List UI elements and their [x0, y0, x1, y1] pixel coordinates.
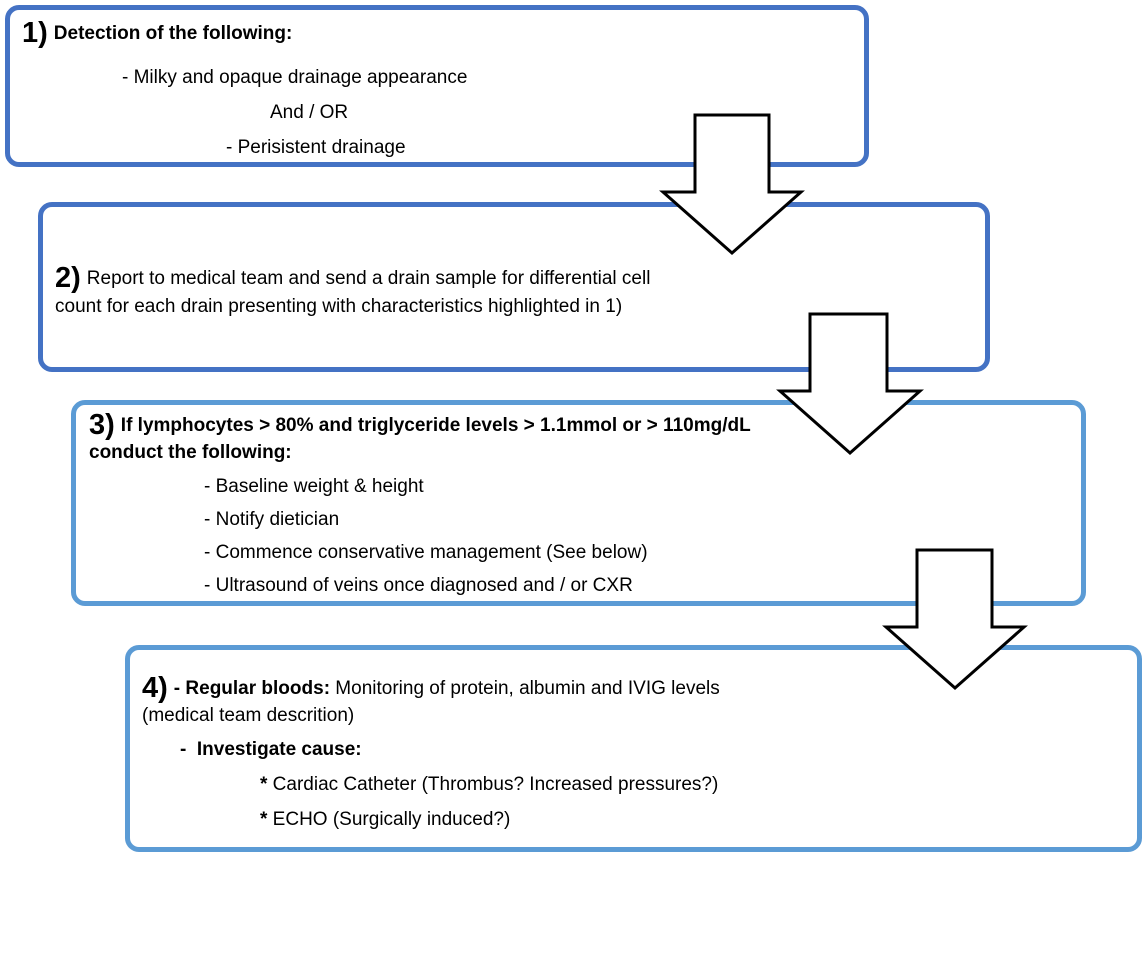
- down-arrow-1: [659, 113, 805, 256]
- down-arrow-3: [882, 548, 1028, 691]
- step1-heading-line: 1)Detection of the following:: [22, 18, 292, 48]
- step1-heading: Detection of the following:: [53, 23, 293, 44]
- step1-item-milky: - Milky and opaque drainage appearance: [122, 67, 468, 88]
- step4-investigate-dash: -: [180, 739, 197, 760]
- step3-number: 3): [89, 409, 115, 441]
- step2-text-line1: Report to medical team and send a drain …: [86, 268, 651, 289]
- step4-investigate-line: - Investigate cause:: [180, 738, 362, 762]
- step3-item-ultrasound: - Ultrasound of veins once diagnosed and…: [204, 575, 633, 596]
- step3-item-conservative: - Commence conservative management (See …: [204, 542, 648, 563]
- step4-lead-dash: -: [173, 678, 186, 699]
- step1-box: [5, 5, 869, 167]
- step3-heading-line2: conduct the following:: [89, 442, 292, 463]
- step3-item-dietician: - Notify dietician: [204, 509, 340, 530]
- step4-cause-bullet: *: [260, 809, 268, 830]
- step1-connector: And / OR: [270, 102, 349, 123]
- down-arrow-2: [776, 312, 924, 456]
- step4-box: [125, 645, 1142, 852]
- step4-cause-text: Cardiac Catheter (Thrombus? Increased pr…: [267, 774, 719, 795]
- step4-bloods-label: Regular bloods:: [185, 678, 331, 699]
- step4-cause-text: ECHO (Surgically induced?): [267, 809, 511, 830]
- step1-number: 1): [22, 17, 48, 49]
- step4-bloods-text: Monitoring of protein, albumin and IVIG …: [330, 678, 720, 699]
- step1-item-persistent: - Perisistent drainage: [226, 137, 406, 158]
- step4-number: 4): [142, 672, 168, 704]
- step4-bloods-line: 4)- Regular bloods: Monitoring of protei…: [142, 673, 720, 703]
- step4-bloods-line2: (medical team descrition): [142, 705, 355, 726]
- step4-cause-echo: * ECHO (Surgically induced?): [260, 808, 510, 832]
- step4-cause-bullet: *: [260, 774, 268, 795]
- step3-heading-text1: If lymphocytes > 80% and triglyceride le…: [120, 415, 751, 436]
- step2-number: 2): [55, 262, 81, 294]
- step2-line1: 2)Report to medical team and send a drai…: [55, 263, 650, 293]
- step4-investigate-label: Investigate cause:: [196, 739, 362, 760]
- step2-text-line2: count for each drain presenting with cha…: [55, 296, 623, 317]
- step3-item-weight: - Baseline weight & height: [204, 476, 424, 497]
- step3-heading-line1: 3)If lymphocytes > 80% and triglyceride …: [89, 410, 751, 440]
- step4-cause-catheter: * Cardiac Catheter (Thrombus? Increased …: [260, 773, 718, 797]
